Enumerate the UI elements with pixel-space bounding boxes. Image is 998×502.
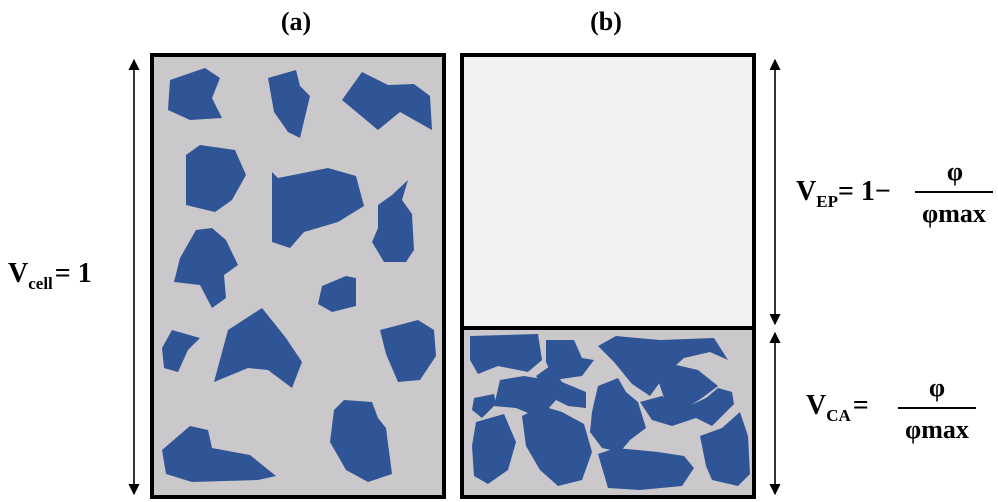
v-ep-denominator: φmax [922, 199, 986, 228]
v-ep-numerator: φ [947, 157, 963, 186]
panel-b-label: (b) [590, 7, 622, 36]
v-ca-main: V [806, 390, 826, 421]
cell-b-upper-region [462, 55, 754, 328]
v-ca-subscript: CA [826, 406, 851, 425]
v-cell-label: Vcell= 1 [8, 258, 92, 293]
svg-text:Vcell= 1: Vcell= 1 [8, 258, 92, 293]
panel-a-label: (a) [281, 7, 311, 36]
panel-a [152, 55, 444, 497]
v-ca-numerator: φ [929, 373, 945, 402]
v-cell-equals: = 1 [55, 258, 92, 289]
v-ep-label: VEP= 1− φ φmax [796, 157, 993, 228]
v-ca-denominator: φmax [905, 415, 969, 444]
panel-b [462, 55, 754, 497]
v-ca-label: VCA= φ φmax [806, 373, 976, 444]
v-ep-main: V [796, 176, 816, 207]
v-cell-subscript: cell [28, 274, 53, 293]
v-ep-equals: = 1− [838, 176, 891, 207]
v-ca-equals: = [853, 390, 869, 421]
svg-text:VCA=: VCA= [806, 390, 869, 425]
svg-text:VEP= 1−: VEP= 1− [796, 176, 891, 211]
v-cell-main: V [8, 258, 28, 289]
v-ep-subscript: EP [816, 192, 838, 211]
